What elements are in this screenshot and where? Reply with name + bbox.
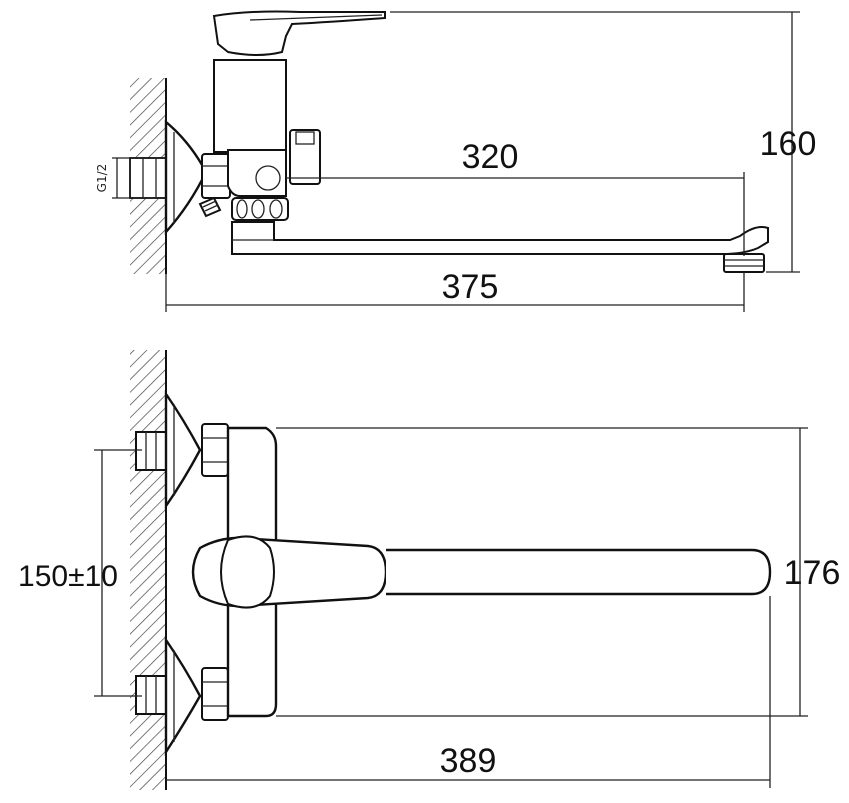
escutcheon-side (164, 119, 208, 236)
dim-height-label: 160 (760, 125, 817, 163)
diverter-button-side (289, 129, 321, 185)
handle-cap-top (220, 535, 275, 609)
dim-center-distance-label: 150±10 (18, 560, 118, 593)
dimension-overall-length-top: 389 (166, 596, 771, 788)
top-view: 176 150±10 389 (18, 350, 840, 790)
dimension-center-distance: 150±10 (18, 449, 142, 697)
inlet-lower-top (135, 636, 229, 757)
handle-lever-side (212, 10, 386, 56)
hex-nut-side (201, 153, 231, 199)
spout-side (231, 221, 769, 255)
inlet-pipe-side (129, 157, 167, 199)
aerator-side (723, 253, 765, 273)
inlet-upper-top (135, 390, 229, 510)
spout-top (386, 548, 772, 596)
dim-spout-length-label: 320 (462, 138, 519, 176)
body-rings-side (231, 197, 289, 221)
side-view: G1/2 (95, 10, 817, 312)
dim-overall-length-top-label: 389 (440, 742, 497, 780)
thread-dimension: G1/2 (95, 157, 130, 199)
dimension-height: 160 (390, 11, 817, 273)
dim-width-label: 176 (784, 554, 841, 592)
dimension-overall-length-side: 375 (165, 268, 745, 312)
cartridge-body-side (213, 59, 287, 153)
diverter-knob-side (198, 196, 222, 218)
dim-overall-length-side-label: 375 (442, 268, 499, 306)
thread-label: G1/2 (95, 164, 109, 193)
dimension-width: 176 (784, 428, 841, 716)
wall-section-top (130, 350, 167, 790)
dimension-spout-length: 320 (286, 138, 745, 256)
